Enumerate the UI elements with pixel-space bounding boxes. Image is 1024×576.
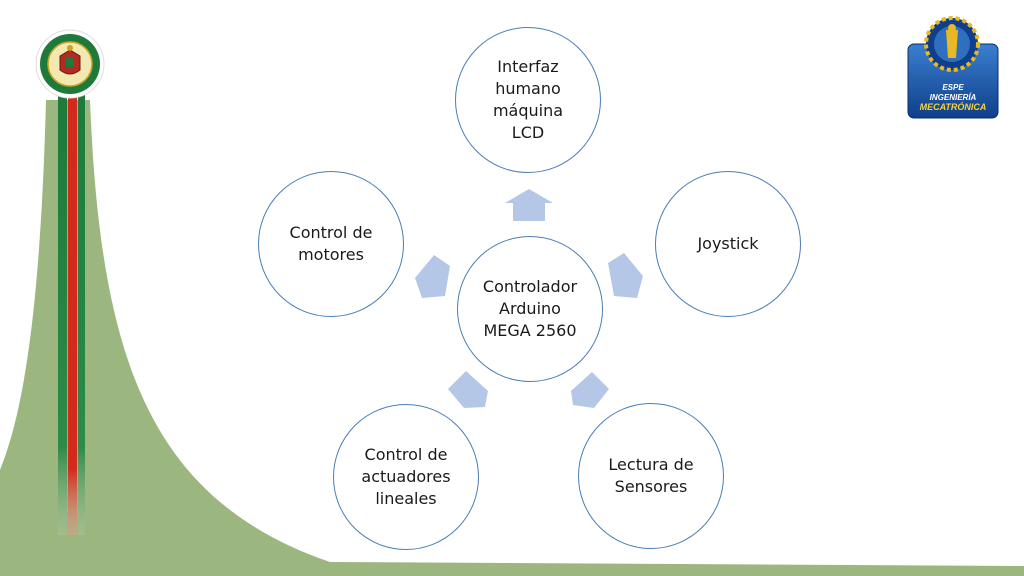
arrow-to-actuadores xyxy=(448,371,488,408)
node-controlador: Controlador Arduino MEGA 2560 xyxy=(457,236,603,382)
arrow-to-hmi xyxy=(505,189,553,221)
node-control-motores: Control de motores xyxy=(258,171,404,317)
arrow-to-joystick xyxy=(608,253,643,298)
stripe-red xyxy=(68,95,77,535)
bottom-bar xyxy=(0,566,1024,576)
green-swoosh xyxy=(0,100,1024,576)
node-interfaz-hmi-label: Interfaz humano máquina LCD xyxy=(492,57,564,142)
node-controlador-label: Controlador Arduino MEGA 2560 xyxy=(482,277,578,340)
arrow-to-sensores xyxy=(571,372,609,408)
diagram-arrows xyxy=(415,189,643,408)
node-lectura-sensores-label: Lectura de Sensores xyxy=(608,455,694,496)
svg-text:INGENIERÍA: INGENIERÍA xyxy=(930,93,977,102)
espe-seal-logo xyxy=(35,29,105,99)
mecatronica-logo: ESPE INGENIERÍA MECATRÓNICA xyxy=(907,16,999,119)
svg-text:MECATRÓNICA: MECATRÓNICA xyxy=(920,101,987,112)
svg-text:ESPE: ESPE xyxy=(942,83,964,92)
node-joystick: Joystick xyxy=(655,171,801,317)
node-interfaz-hmi: Interfaz humano máquina LCD xyxy=(455,27,601,173)
node-lectura-sensores: Lectura de Sensores xyxy=(578,403,724,549)
node-control-actuadores: Control de actuadores lineales xyxy=(333,404,479,550)
node-joystick-label: Joystick xyxy=(697,234,759,253)
arrow-to-motores xyxy=(415,255,450,298)
stripe-green-right xyxy=(78,95,85,535)
node-control-actuadores-label: Control de actuadores lineales xyxy=(361,445,451,508)
stripe-green-left xyxy=(58,95,67,535)
node-control-motores-label: Control de motores xyxy=(289,223,373,264)
